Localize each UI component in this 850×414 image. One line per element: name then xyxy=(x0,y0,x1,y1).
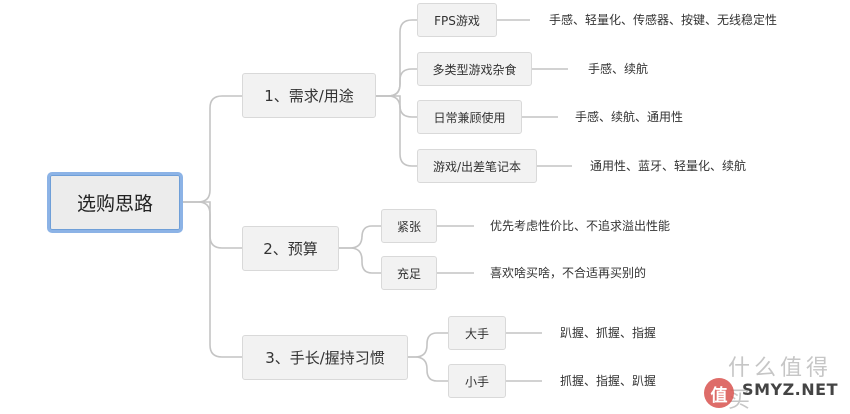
branch-node-needs[interactable]: 1、需求/用途 xyxy=(242,73,376,118)
child-node-fps[interactable]: FPS游戏 xyxy=(417,3,497,37)
branch-node-grip[interactable]: 3、手长/握持习惯 xyxy=(242,335,408,380)
child-node-multi-genre[interactable]: 多类型游戏杂食 xyxy=(417,52,532,86)
leaf-text: 手感、续航 xyxy=(588,62,649,76)
child-label: 多类型游戏杂食 xyxy=(432,62,517,77)
connector-b3-c2 xyxy=(407,356,448,382)
leaf-text: 趴握、抓握、指握 xyxy=(560,326,657,340)
child-node-tight[interactable]: 紧张 xyxy=(381,209,437,243)
child-node-laptop[interactable]: 游戏/出差笔记本 xyxy=(417,149,537,183)
connector-b1-c4 xyxy=(375,95,417,167)
connector-b2-c1 xyxy=(339,225,381,249)
child-label: 大手 xyxy=(464,326,489,341)
connector-b3-c1 xyxy=(407,332,448,358)
child-node-big-hand[interactable]: 大手 xyxy=(448,316,506,350)
child-label: 紧张 xyxy=(396,219,421,234)
connector-root-branch2 xyxy=(182,201,242,249)
leaf-text: 手感、续航、通用性 xyxy=(575,110,684,124)
watermark-cn-text: 什么值得买 xyxy=(728,356,833,413)
child-node-ample[interactable]: 充足 xyxy=(381,256,437,290)
child-node-small-hand[interactable]: 小手 xyxy=(448,364,506,398)
root-label: 选购思路 xyxy=(76,193,153,215)
child-node-daily-use[interactable]: 日常兼顾使用 xyxy=(417,100,522,134)
watermark-en-text: SMYZ.NET xyxy=(742,380,838,399)
leaf-text: 手感、轻量化、传感器、按键、无线稳定性 xyxy=(549,13,778,27)
watermark: 什么值得买 值 SMYZ.NET xyxy=(704,356,838,413)
connector-b1-c3 xyxy=(375,95,417,118)
child-label: 日常兼顾使用 xyxy=(433,110,506,125)
child-label: 充足 xyxy=(396,266,421,281)
leaf-text: 抓握、指握、趴握 xyxy=(560,374,657,388)
child-label: FPS游戏 xyxy=(434,13,480,28)
watermark-logo-icon: 值 xyxy=(704,378,735,408)
leaf-text: 喜欢啥买啥，不合适再买别的 xyxy=(490,266,647,280)
leaf-text: 优先考虑性价比、不追求溢出性能 xyxy=(490,219,671,233)
branch-label: 1、需求/用途 xyxy=(264,87,354,105)
connector-root-branch1 xyxy=(182,95,242,203)
root-node[interactable]: 选购思路 xyxy=(47,172,183,233)
child-label: 游戏/出差笔记本 xyxy=(432,159,522,174)
branch-node-budget[interactable]: 2、预算 xyxy=(242,226,339,271)
connector-b1-c1 xyxy=(375,19,417,97)
branch-label: 2、预算 xyxy=(263,240,318,258)
connector-b1-c2 xyxy=(375,68,417,97)
connector-root-branch3 xyxy=(182,201,242,358)
child-label: 小手 xyxy=(464,374,489,389)
connector-b2-c2 xyxy=(339,247,381,274)
leaf-text: 通用性、蓝牙、轻量化、续航 xyxy=(590,159,747,173)
branch-label: 3、手长/握持习惯 xyxy=(265,349,385,367)
